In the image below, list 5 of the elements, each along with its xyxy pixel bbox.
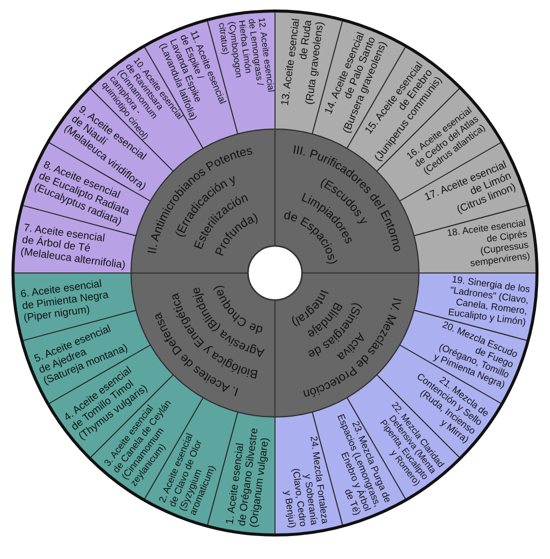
segment-label: 24. Mezcla Fortaleza y Soberanía (Clavo, Cedro y Benjuí) bbox=[280, 436, 330, 529]
segment-label: 13. Aceite esencial de Ruda (Ruta graveolens) bbox=[279, 18, 326, 106]
segment-label: 1. Aceite esencial de Orégano Silvestre (Origanum vulgare) bbox=[224, 426, 272, 528]
segment-label: 6. Aceite esencial de Pimienta Negra (Piper nigrum) bbox=[20, 277, 110, 324]
segment-label: 18. Aceite esencial de Ciprés (Cupressus sempervirens) bbox=[446, 218, 531, 272]
